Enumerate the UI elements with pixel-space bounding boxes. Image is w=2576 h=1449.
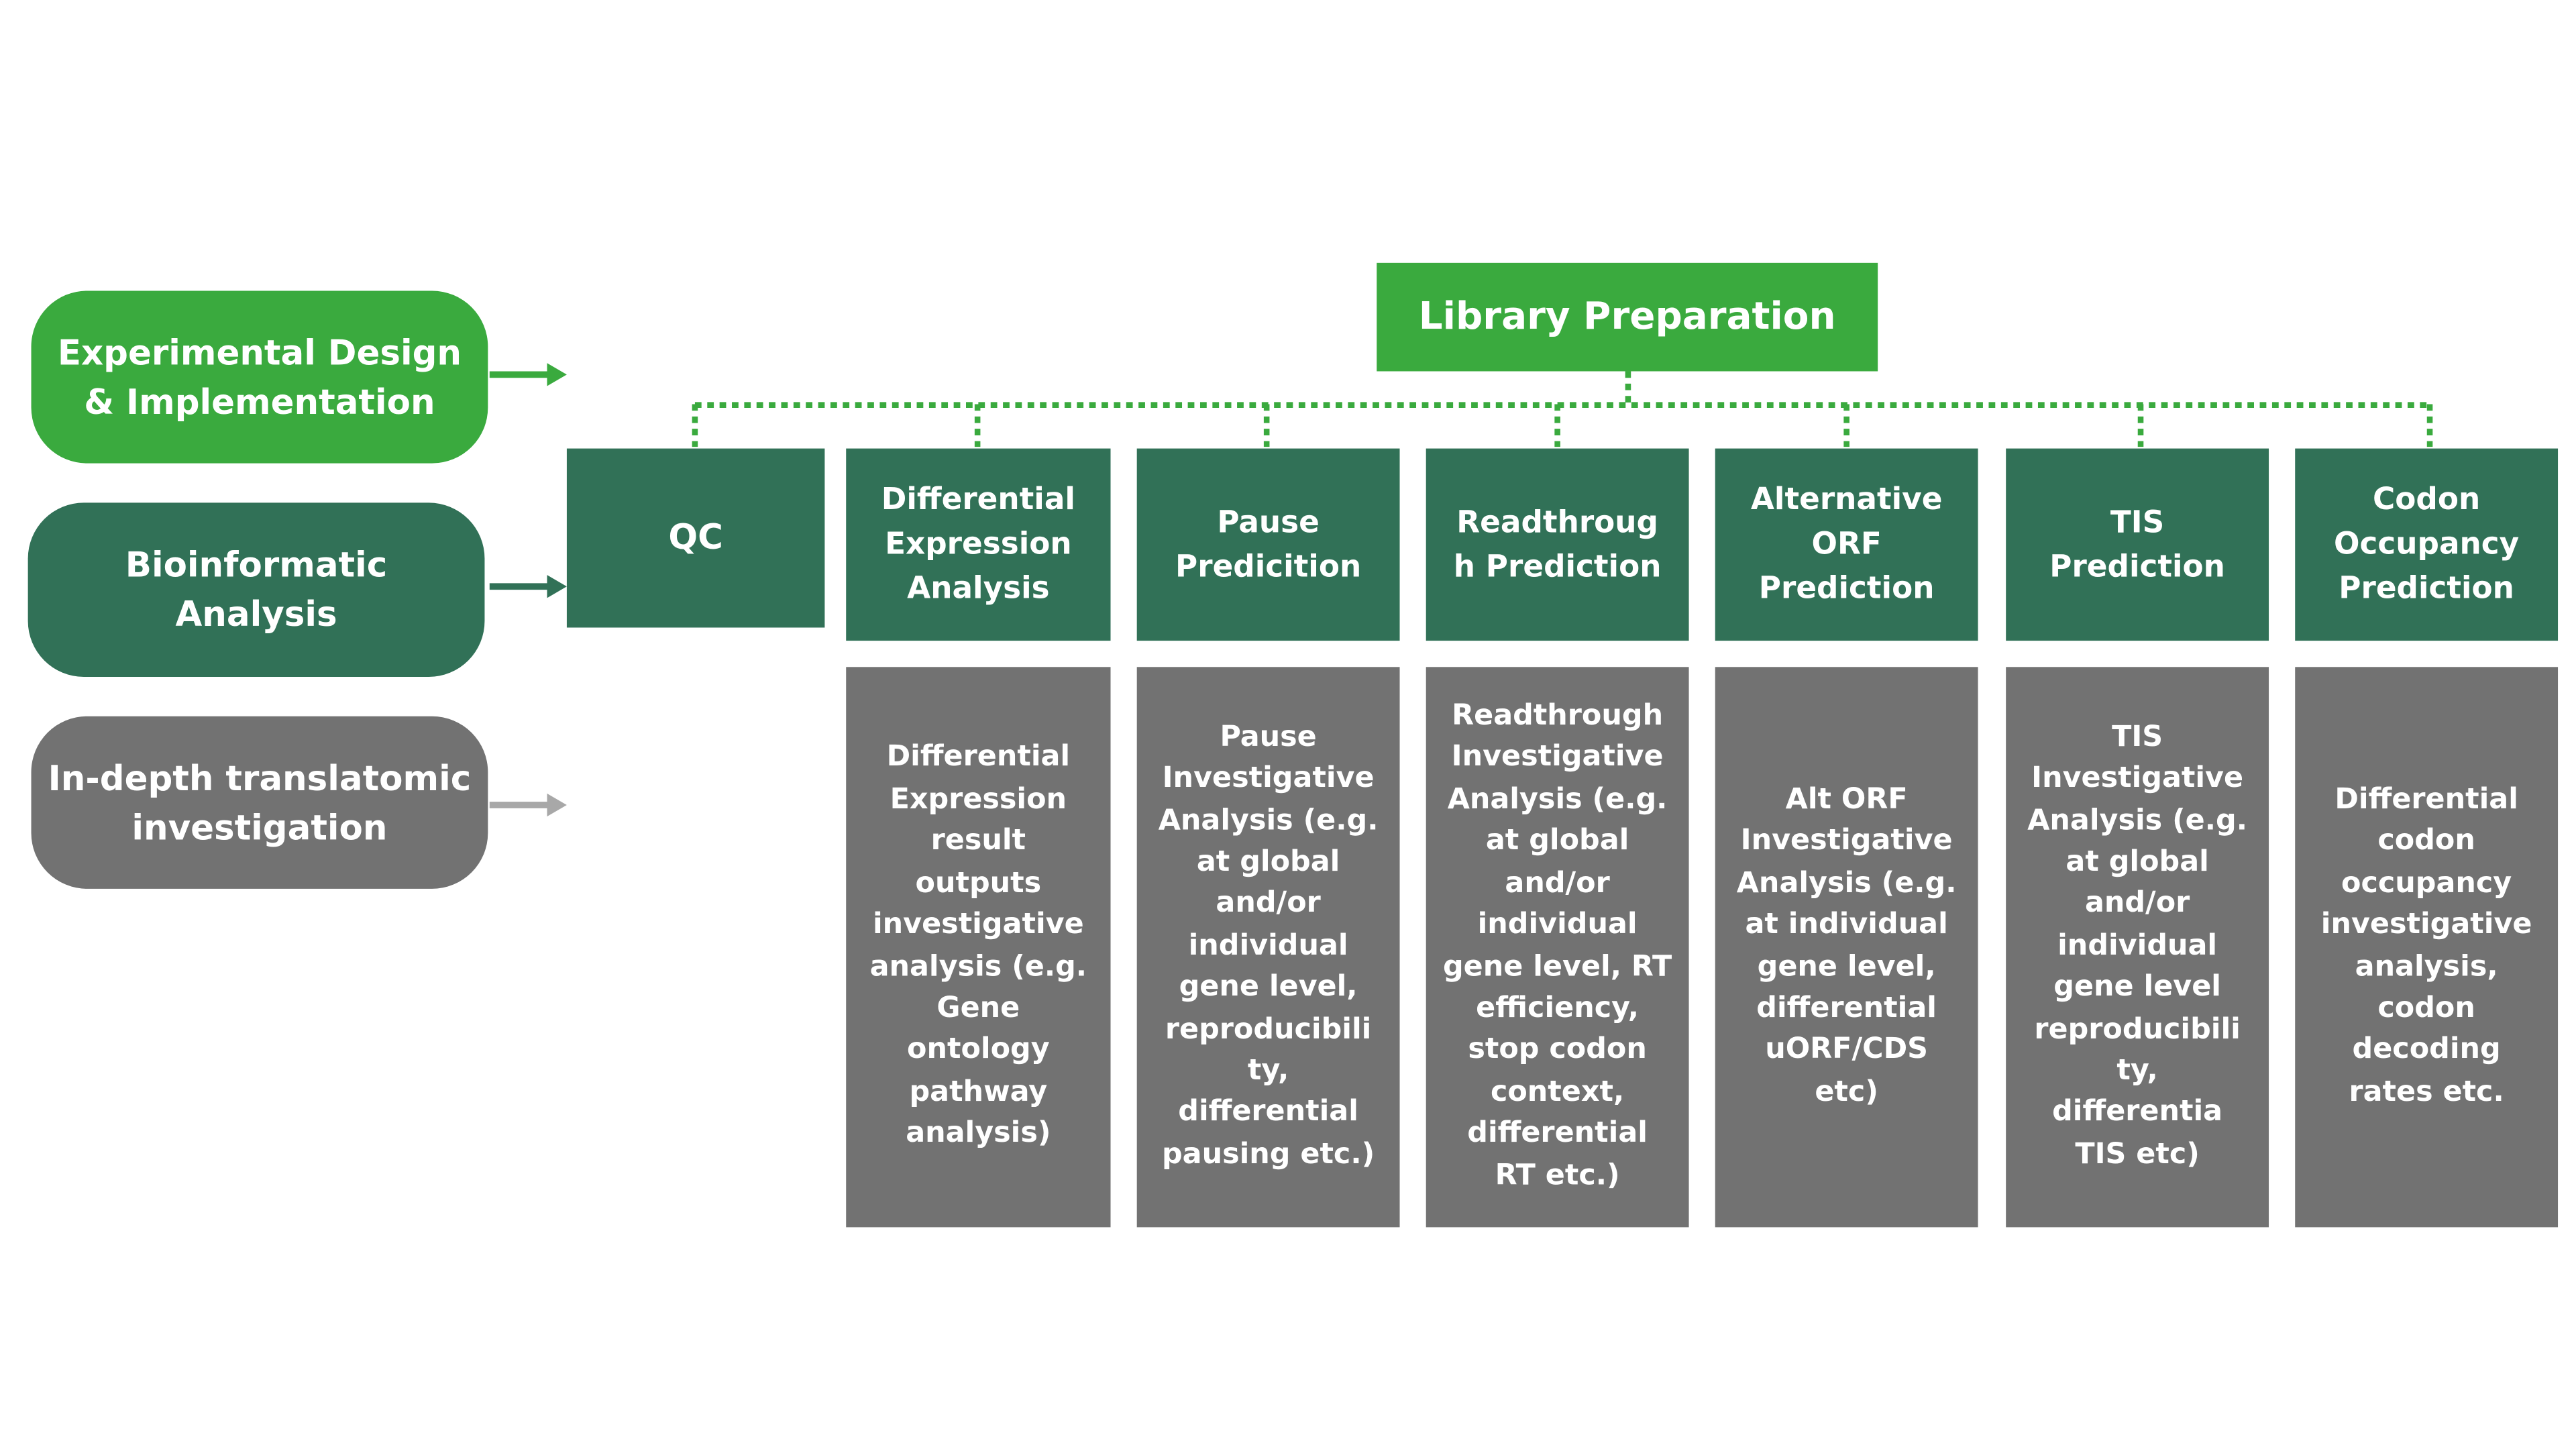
tis-detail: TIS Investigative Analysis (e.g. at glob… <box>2006 667 2269 1228</box>
alternative-orf-detail: Alt ORF Investigative Analysis (e.g. at … <box>1715 667 1978 1228</box>
library-preparation-box: Library Preparation <box>1377 262 1878 372</box>
qc-box: QC <box>566 448 825 628</box>
arrow-bioinformatic-icon <box>489 575 567 598</box>
legend-experimental-design: Experimental Design & Implementation <box>31 290 488 464</box>
alternative-orf-prediction-box: Alternative ORF Prediction <box>1715 448 1978 641</box>
arrow-experimental-icon <box>489 363 567 386</box>
readthrough-detail: Readthrough Investigative Analysis (e.g.… <box>1426 667 1689 1228</box>
codon-occupancy-detail: Differential codon occupancy investigati… <box>2295 667 2559 1228</box>
pause-detail: Pause Investigative Analysis (e.g. at gl… <box>1136 667 1400 1228</box>
legend-bioinformatic-analysis: Bioinformatic Analysis <box>28 502 485 677</box>
differential-expression-box: Differential Expression Analysis <box>846 448 1111 641</box>
readthrough-prediction-box: Readthroug h Prediction <box>1426 448 1689 641</box>
differential-expression-detail: Differential Expression result outputs i… <box>846 667 1111 1228</box>
arrow-indepth-icon <box>489 793 567 817</box>
codon-occupancy-prediction-box: Codon Occupancy Prediction <box>2295 448 2559 641</box>
pause-prediction-box: Pause Predicition <box>1136 448 1400 641</box>
legend-indepth-investigation: In-depth translatomic investigation <box>31 716 488 889</box>
tis-prediction-box: TIS Prediction <box>2006 448 2269 641</box>
